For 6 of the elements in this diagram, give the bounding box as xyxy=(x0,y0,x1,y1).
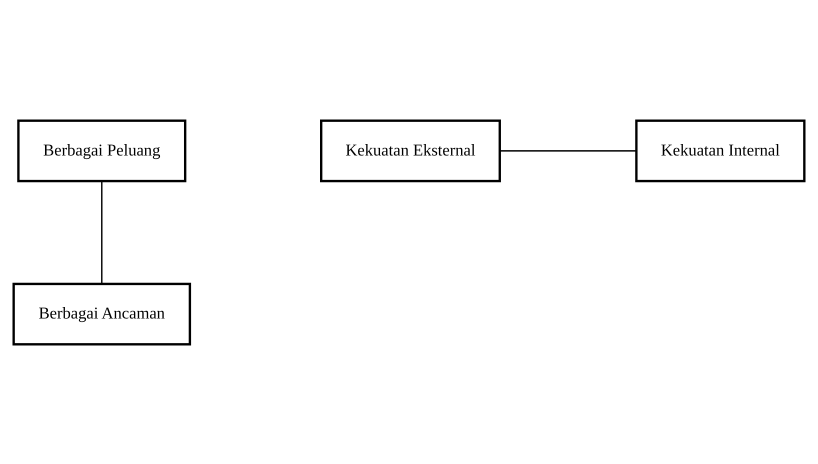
node-box: Berbagai Ancaman xyxy=(12,282,192,345)
node-box: Kekuatan Eksternal xyxy=(320,119,501,182)
node-box: Kekuatan Internal xyxy=(635,119,806,182)
node-box: Berbagai Peluang xyxy=(17,119,186,182)
connector xyxy=(500,150,636,152)
connector xyxy=(101,180,102,283)
